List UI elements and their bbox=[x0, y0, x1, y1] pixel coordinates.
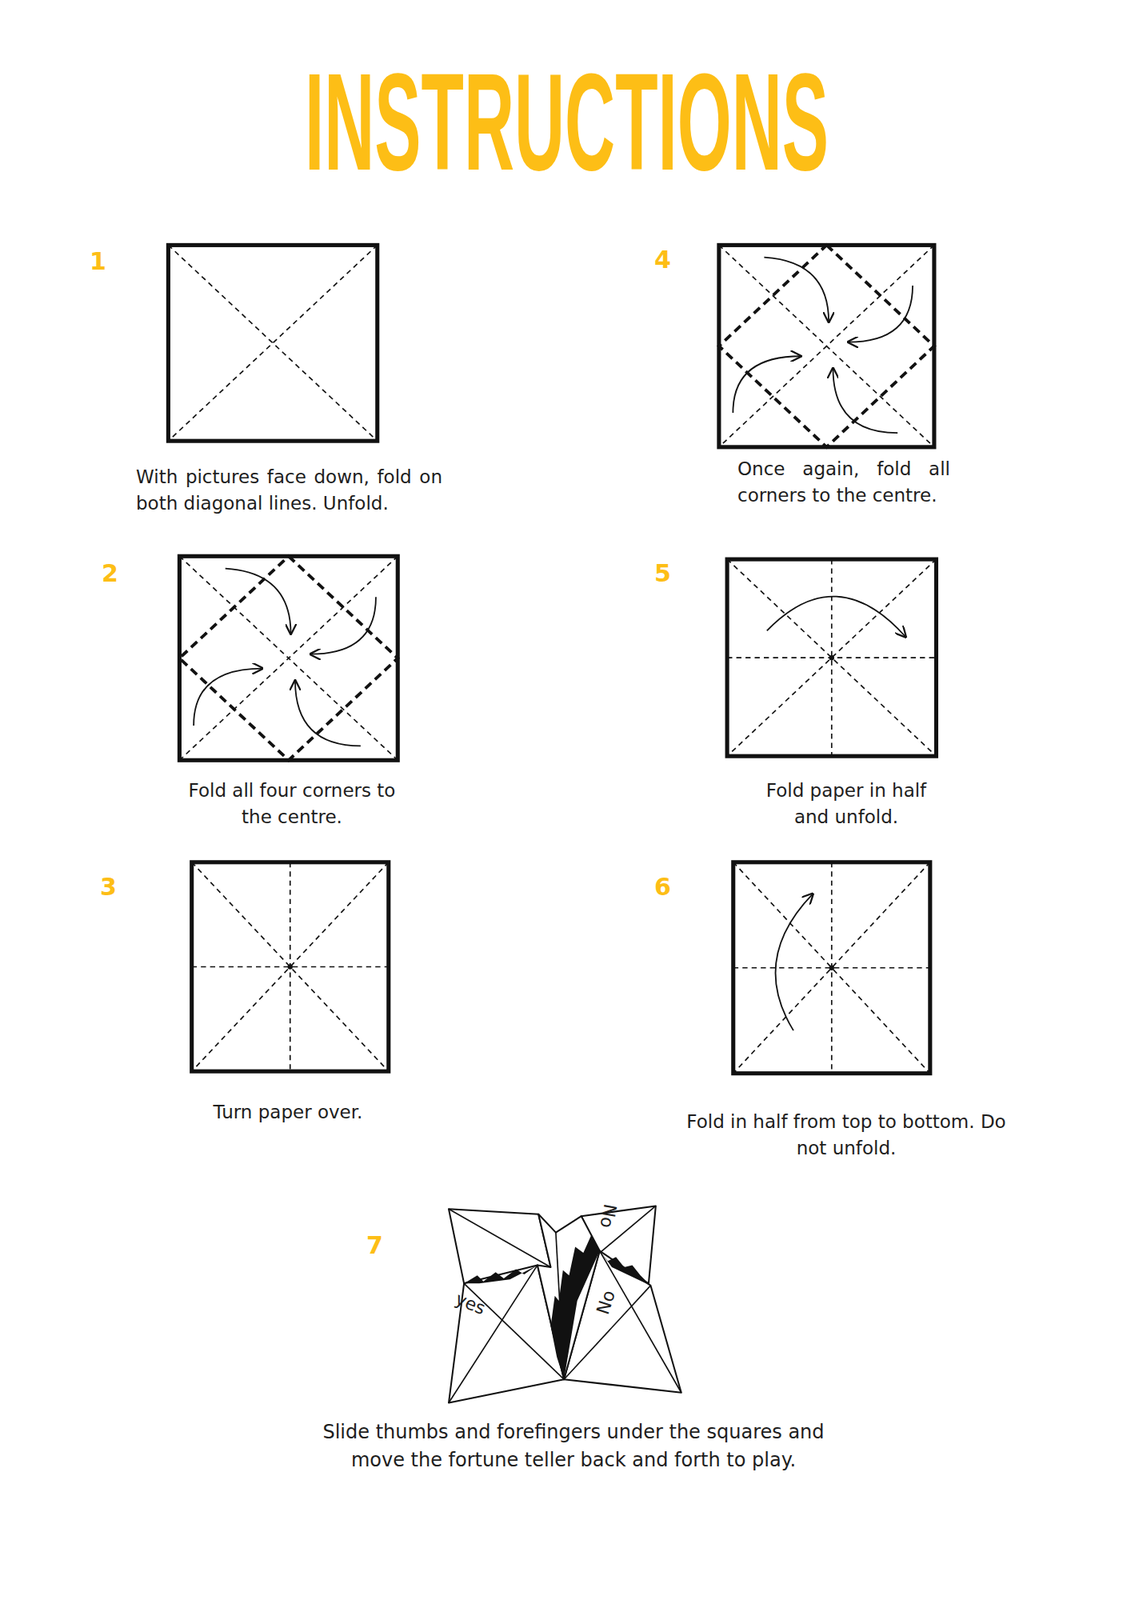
fold-diamond bbox=[719, 244, 935, 447]
fold-arrow bbox=[775, 893, 814, 1031]
fold-arrow bbox=[732, 355, 801, 413]
flap-edge bbox=[599, 1250, 682, 1393]
diagonal-crease bbox=[179, 555, 398, 760]
flap-word: No bbox=[594, 1287, 619, 1316]
square-outline bbox=[733, 862, 931, 1074]
step-number: 1 bbox=[89, 247, 107, 275]
paper-flap bbox=[537, 1214, 600, 1380]
step-number: 2 bbox=[101, 559, 119, 587]
diagonal-crease bbox=[727, 559, 936, 756]
step-number: 4 bbox=[654, 246, 672, 273]
flap-edge bbox=[448, 1264, 538, 1403]
step-caption: Fold paper in half and unfold. bbox=[750, 777, 943, 832]
paper-square bbox=[167, 244, 377, 441]
centre-dot bbox=[829, 655, 835, 660]
centre-dot bbox=[287, 963, 293, 969]
step-caption: Fold in half from top to bottom. Do not … bbox=[678, 1108, 1015, 1163]
flap-word: yes bbox=[452, 1290, 488, 1319]
step-number: 3 bbox=[99, 873, 117, 900]
step-number: 7 bbox=[366, 1231, 384, 1259]
step-number: 6 bbox=[654, 873, 672, 900]
page-title: INSTRUCTIONS bbox=[304, 52, 829, 191]
inner-shadow bbox=[599, 1250, 652, 1286]
paper-square bbox=[719, 244, 935, 447]
fold-arrow bbox=[763, 257, 829, 323]
fold-arrow bbox=[310, 596, 376, 654]
step-number: 5 bbox=[654, 559, 672, 587]
flap-word: No bbox=[597, 1202, 620, 1229]
fold-arrow bbox=[193, 668, 263, 726]
fold-diamond bbox=[179, 555, 398, 760]
square-outline bbox=[191, 862, 389, 1072]
square-outline bbox=[179, 555, 398, 760]
diagonal-crease bbox=[727, 559, 936, 756]
paper-square bbox=[179, 555, 398, 760]
diagonal-crease bbox=[191, 862, 389, 1072]
square-outline bbox=[727, 559, 936, 756]
fold-arrow bbox=[767, 596, 906, 637]
diagonal-crease bbox=[191, 862, 389, 1072]
square-outline bbox=[719, 244, 935, 447]
diagonal-crease bbox=[719, 244, 935, 447]
diagonal-crease bbox=[733, 862, 931, 1074]
diagonal-crease bbox=[719, 244, 935, 447]
inner-shadow bbox=[551, 1234, 600, 1379]
inner-shadow bbox=[463, 1264, 538, 1283]
step-caption: Fold all four corners to the centre. bbox=[171, 777, 412, 832]
paper-square bbox=[733, 862, 931, 1074]
step-caption: Slide thumbs and forefingers under the s… bbox=[309, 1418, 838, 1475]
paper-square bbox=[191, 862, 389, 1072]
centre-dot bbox=[829, 965, 835, 971]
fold-arrow bbox=[295, 680, 361, 747]
fold-arrow bbox=[225, 568, 292, 635]
step-caption: With pictures face down, fold on both di… bbox=[135, 463, 443, 518]
paper-square bbox=[727, 559, 936, 756]
diagonal-crease bbox=[167, 244, 377, 441]
step-caption: Once again, fold all corners to the cent… bbox=[737, 455, 951, 510]
diagonal-crease bbox=[179, 555, 398, 760]
fold-arrow bbox=[832, 367, 898, 433]
fortune-teller bbox=[448, 1205, 682, 1403]
flap-edge bbox=[448, 1208, 552, 1267]
fold-arrow bbox=[847, 285, 913, 343]
diagonal-crease bbox=[167, 244, 377, 441]
square-outline bbox=[167, 244, 377, 441]
step-caption: Turn paper over. bbox=[159, 1099, 416, 1126]
diagonal-crease bbox=[733, 862, 931, 1074]
